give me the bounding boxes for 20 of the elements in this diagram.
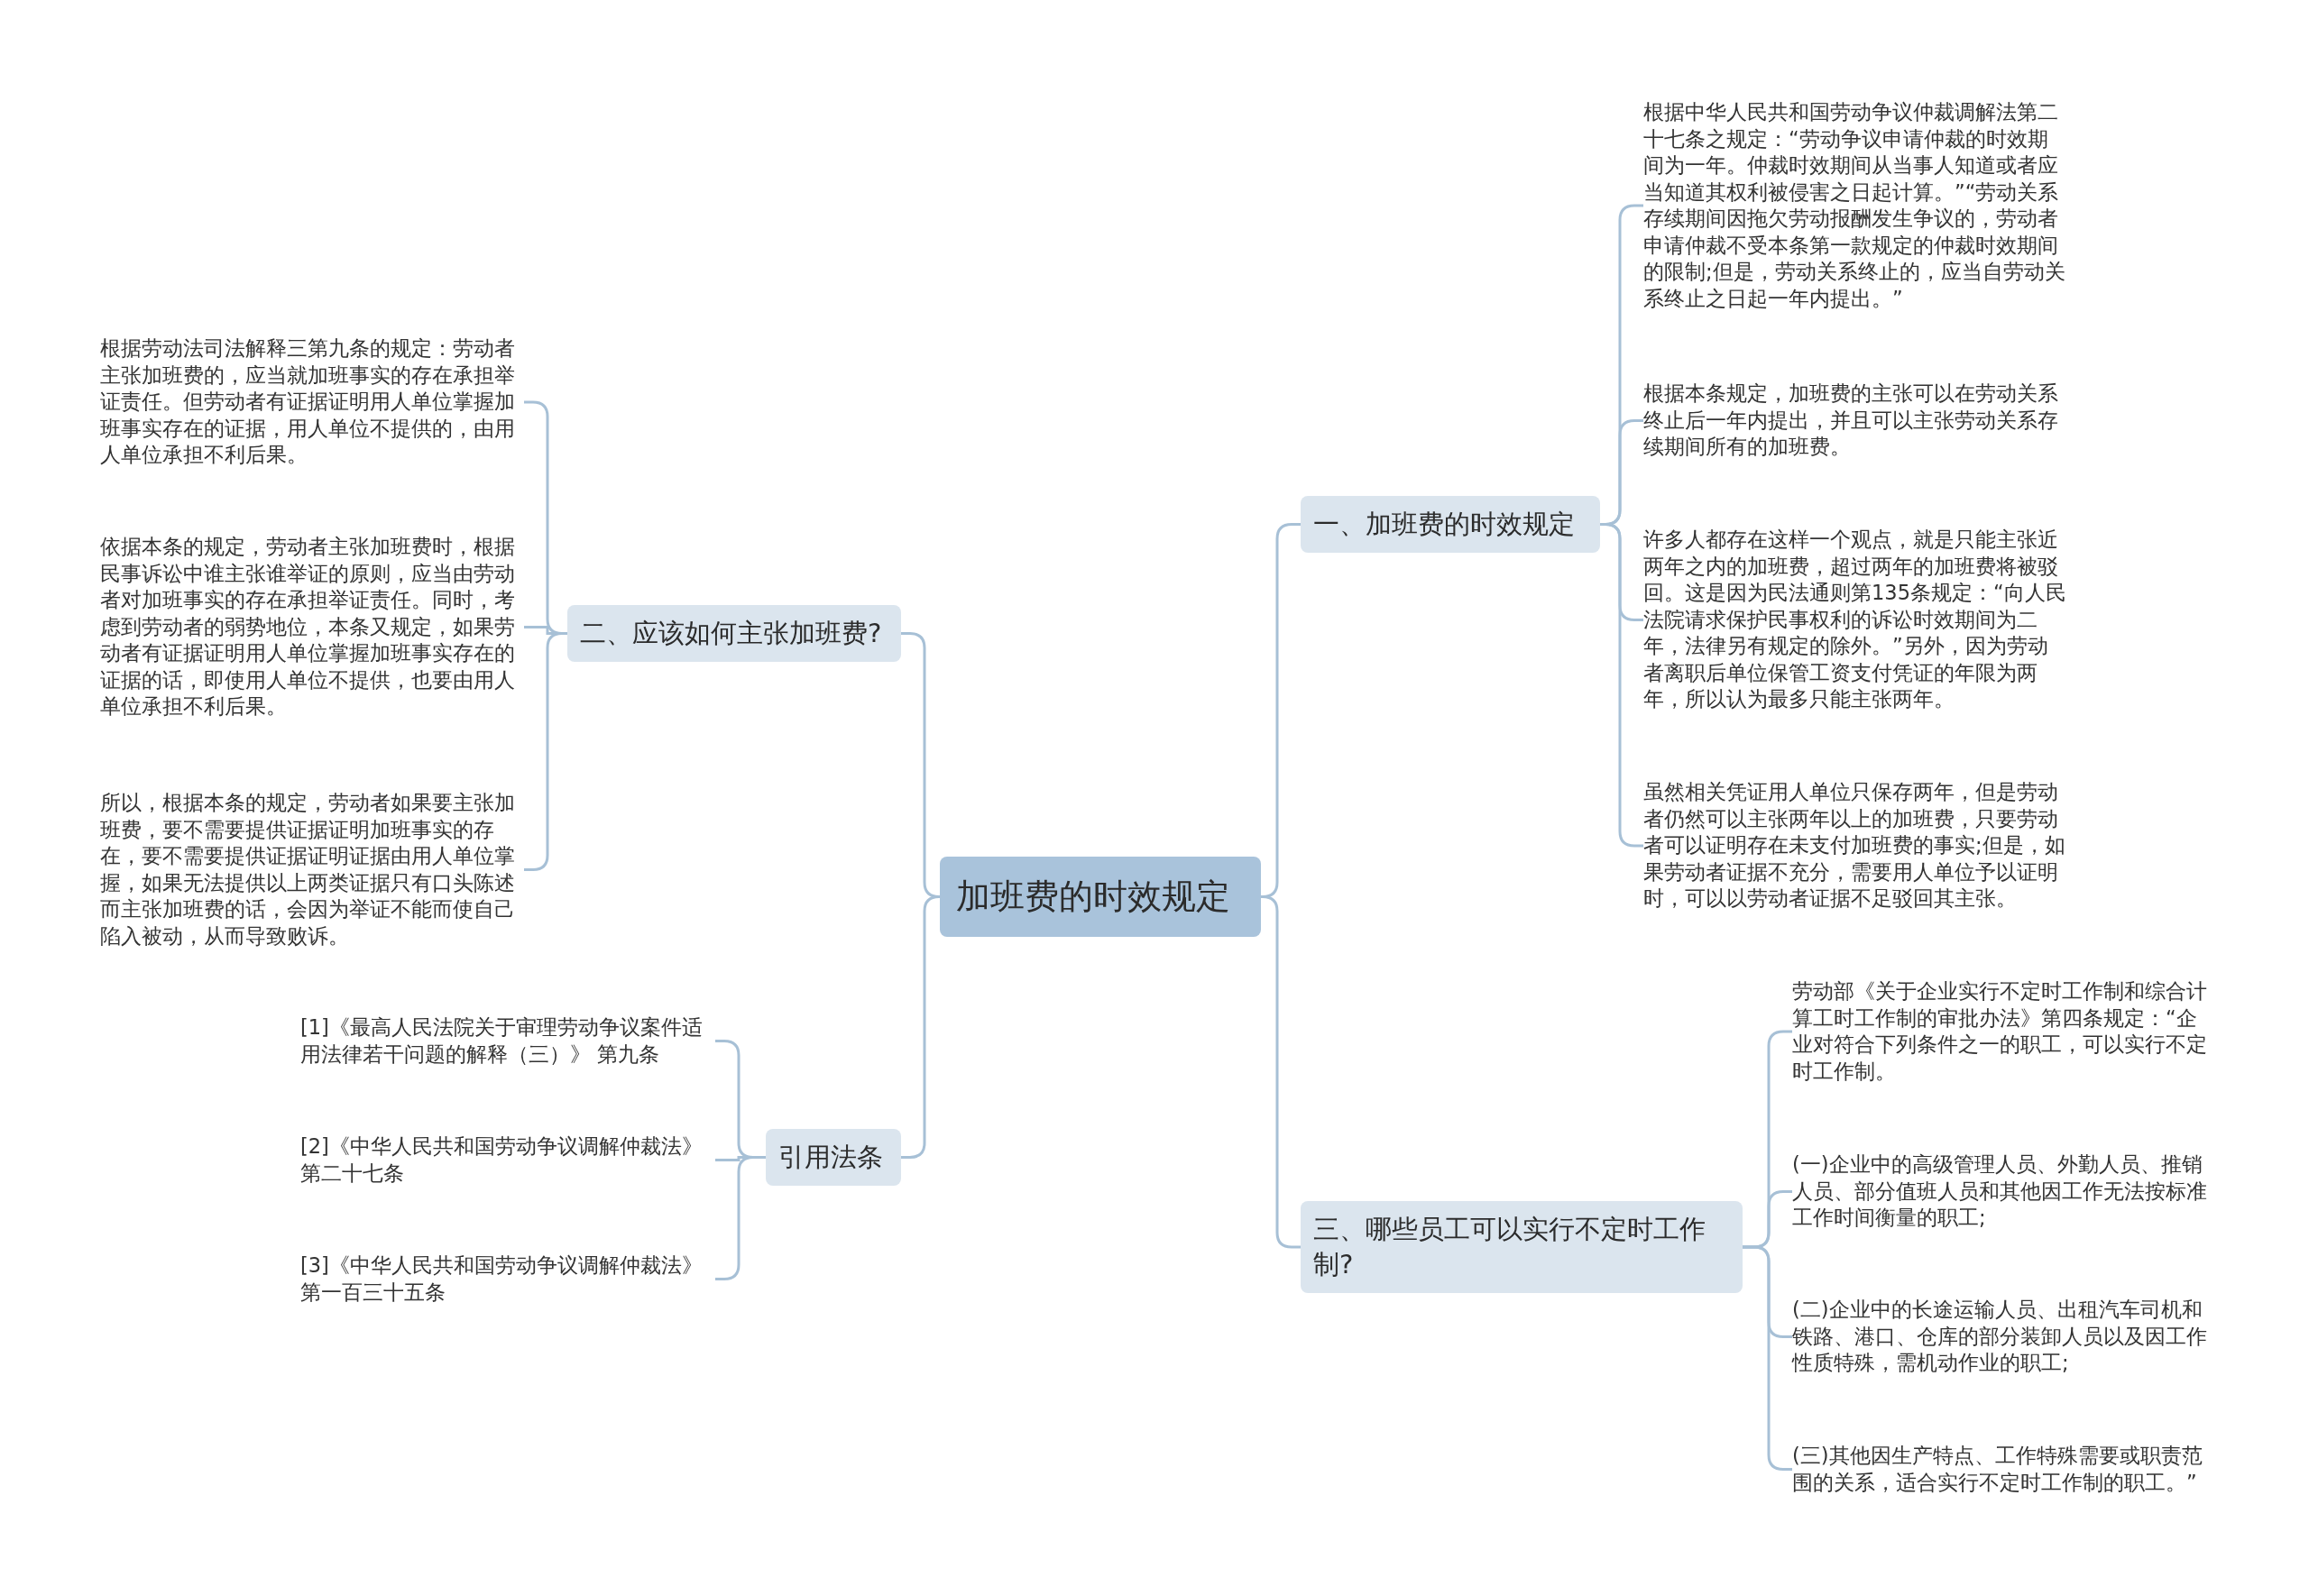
topic-text: (一)企业中的高级管理人员、外勤人员、推销人员、部分值班人员和其他因工作无法按标准工作时间衡量的职工; [1792,1151,2216,1232]
topic-text: 根据本条规定，加班费的主张可以在劳动关系终止后一年内提出，并且可以主张劳动关系存续期间所有的加班费。 [1643,381,2067,461]
topic-text: 根据中华人民共和国劳动争议仲裁调解法第二十七条之规定：“劳动争议申请仲裁的时效期间为一年。仲裁时效期间从当事人知道或者应当知道其权利被侵害之日起计算。”“劳动关系存续期间因拖欠劳动报酬发生争议的，劳动者申请仲裁不受本条第一款规定的仲裁时效期间的限制;但是，劳动关系终止的，应当自劳动关系终止之日起一年内提出。” [1643,99,2067,312]
topic-text: 劳动部《关于企业实行不定时工作制和综合计算工时工作制的审批办法》第四条规定：“企业对符合下列条件之一的职工，可以实行不定时工作制。 [1792,978,2216,1085]
connector-line [901,895,941,1159]
branch-topic: 一、加班费的时效规定 [1301,496,1600,554]
topic-text: 许多人都存在这样一个观点，就是只能主张近两年之内的加班费，超过两年的加班费将被驳回。这是因为民法通则第135条规定：“向人民法院请求保护民事权利的诉讼时效期间为二年，法律另有规定的除外。”另外，因为劳动者离职后单位保管工资支付凭证的年限为两年，所以认为最多只能主张两年。 [1643,527,2067,713]
topic-text: 根据劳动法司法解释三第九条的规定：劳动者主张加班费的，应当就加班事实的存在承担举证责任。但劳动者有证据证明用人单位掌握加班事实存在的证据，用人单位不提供的，由用人单位承担不利后果。 [100,335,524,469]
topic-text: 依据本条的规定，劳动者主张加班费时，根据民事诉讼中谁主张谁举证的原则，应当由劳动者对加班事实的存在承担举证责任。同时，考虑到劳动者的弱势地位，本条又规定，如果劳动者有证据证明用人单位掌握加班事实存在的证据的话，即使用人单位不提供，也要由用人单位承担不利后果。 [100,534,524,720]
topic-text: 所以，根据本条的规定，劳动者如果要主张加班费，要不需要提供证据证明加班事实的存在，要不需要提供证据证明证据由用人单位掌握，如果无法提供以上两类证据只有口头陈述而主张加班费的话，会因为举证不能而使自己陷入被动，从而导致败诉。 [100,790,524,949]
topic-text: (二)企业中的长途运输人员、出租汽车司机和铁路、港口、仓库的部分装卸人员以及因工作性质特殊，需机动作业的职工; [1792,1297,2216,1377]
topic-text: [3]《中华人民共和国劳动争议调解仲裁法》第一百三十五条 [300,1252,715,1306]
branch-topic: 三、哪些员工可以实行不定时工作制? [1301,1201,1743,1294]
branch-topic: 二、应该如何主张加班费? [567,605,901,663]
topic-text: (三)其他因生产特点、工作特殊需要或职责范围的关系，适合实行不定时工作制的职工。” [1792,1443,2216,1496]
topic-text: [2]《中华人民共和国劳动争议调解仲裁法》第二十七条 [300,1133,715,1187]
branch-topic: 引用法条 [766,1129,901,1187]
topic-text: 虽然相关凭证用人单位只保存两年，但是劳动者仍然可以主张两年以上的加班费，只要劳动者可以证明存在未支付加班费的事实;但是，如果劳动者证据不充分，需要用人单位予以证明时，可以以劳动者证据不足驳回其主张。 [1643,779,2067,913]
topic-text: [1]《最高人民法院关于审理劳动争议案件适用法律若干问题的解释（三）》 第九条 [300,1014,715,1068]
root-topic: 加班费的时效规定 [940,857,1261,938]
